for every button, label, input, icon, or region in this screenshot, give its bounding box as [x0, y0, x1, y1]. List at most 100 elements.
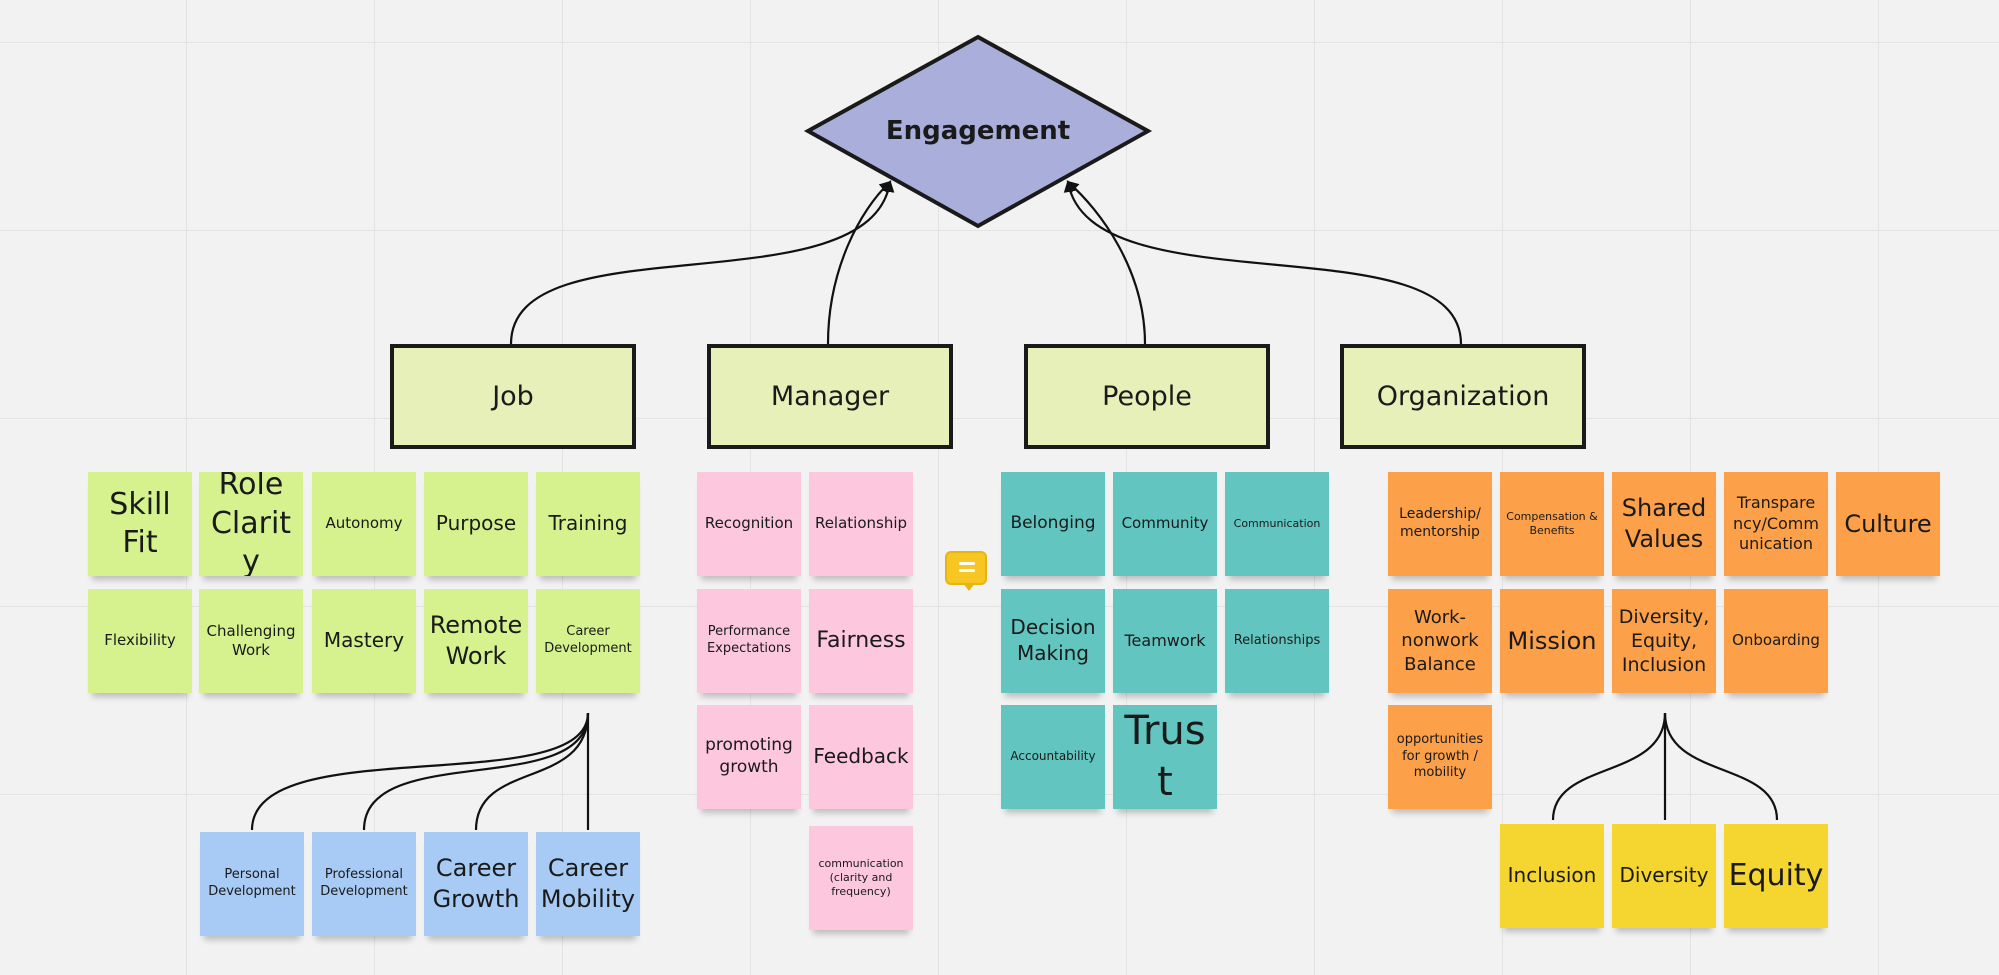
note-relationships[interactable]: Relationships [1225, 589, 1329, 693]
note-shared-values-text: Shared Values [1621, 494, 1707, 553]
note-shared-values[interactable]: Shared Values [1612, 472, 1716, 576]
connector-dei-equity[interactable] [1663, 712, 1779, 821]
note-belonging[interactable]: Belonging [1001, 472, 1105, 576]
note-remote-work[interactable]: Remote Work [424, 589, 528, 693]
note-manager-communication[interactable]: communication (clarity and frequency) [809, 826, 913, 930]
category-people-label: People [1102, 381, 1192, 412]
note-personal-development[interactable]: Personal Development [200, 832, 304, 936]
note-leadership-mentorship-text: Leadership/ mentorship [1399, 506, 1481, 540]
note-flexibility[interactable]: Flexibility [88, 589, 192, 693]
note-feedback-text: Feedback [813, 744, 909, 769]
category-people[interactable]: People [1024, 344, 1270, 449]
note-manager-communication-text: communication (clarity and frequency) [818, 856, 904, 899]
note-flexibility-text: Flexibility [104, 631, 176, 650]
note-trust[interactable]: Trust [1113, 705, 1217, 809]
note-promoting-growth-text: promoting growth [705, 735, 793, 777]
note-feedback[interactable]: Feedback [809, 705, 913, 809]
note-mastery-text: Mastery [323, 628, 405, 653]
engagement-diamond[interactable] [803, 34, 1153, 229]
connector-manager-engagement[interactable] [826, 180, 892, 345]
note-promoting-growth[interactable]: promoting growth [697, 705, 801, 809]
note-challenging-work-text: Challenging Work [206, 621, 296, 659]
note-relationships-text: Relationships [1233, 632, 1321, 648]
note-professional-development-text: Professional Development [320, 867, 408, 899]
note-onboarding-text: Onboarding [1732, 631, 1820, 650]
note-performance-expectations[interactable]: Performance Expectations [697, 589, 801, 693]
note-equity[interactable]: Equity [1724, 824, 1828, 928]
note-inclusion[interactable]: Inclusion [1500, 824, 1604, 928]
note-people-communication-text: Communication [1233, 516, 1321, 530]
note-teamwork[interactable]: Teamwork [1113, 589, 1217, 693]
note-teamwork-text: Teamwork [1124, 630, 1206, 650]
note-opportunities-growth-mobility[interactable]: opportunities for growth / mobility [1388, 705, 1492, 809]
note-trust-text: Trust [1124, 707, 1206, 805]
note-leadership-mentorship[interactable]: Leadership/ mentorship [1388, 472, 1492, 576]
connector-career-dev-professional[interactable] [362, 712, 590, 831]
note-training[interactable]: Training [536, 472, 640, 576]
note-challenging-work[interactable]: Challenging Work [199, 589, 303, 693]
note-community[interactable]: Community [1113, 472, 1217, 576]
note-mastery[interactable]: Mastery [312, 589, 416, 693]
note-performance-expectations-text: Performance Expectations [706, 624, 792, 656]
note-remote-work-text: Remote Work [429, 611, 523, 670]
note-fairness[interactable]: Fairness [809, 589, 913, 693]
connector-people-engagement[interactable] [1066, 180, 1147, 345]
note-role-clarity[interactable]: Role Clarity [199, 472, 303, 576]
connector-career-dev-personal[interactable] [250, 712, 590, 831]
note-role-clarity-text: Role Clarity [210, 472, 292, 576]
connector-dei-inclusion[interactable] [1551, 712, 1667, 821]
note-inclusion-text: Inclusion [1507, 863, 1597, 888]
connector-job-engagement[interactable] [509, 180, 895, 345]
note-professional-development[interactable]: Professional Development [312, 832, 416, 936]
note-career-development-text: Career Development [544, 624, 632, 656]
comment-icon[interactable] [945, 551, 987, 591]
note-career-development[interactable]: Career Development [536, 589, 640, 693]
connector-career-dev-growth[interactable] [474, 712, 590, 831]
note-compensation-benefits-text: Compensation & Benefits [1506, 509, 1598, 537]
note-culture[interactable]: Culture [1836, 472, 1940, 576]
category-manager[interactable]: Manager [707, 344, 953, 449]
note-decision-making-text: Decision Making [1010, 615, 1096, 665]
note-belonging-text: Belonging [1010, 513, 1096, 534]
note-community-text: Community [1121, 514, 1209, 533]
category-organization-label: Organization [1376, 381, 1550, 412]
note-accountability-text: Accountability [1010, 749, 1096, 764]
note-work-nonwork-balance-text: Work- nonwork Balance [1401, 607, 1479, 675]
note-diversity-equity-inclusion[interactable]: Diversity, Equity, Inclusion [1612, 589, 1716, 693]
comment-icon-line [959, 569, 975, 572]
note-career-growth-text: Career Growth [432, 854, 520, 913]
note-opportunities-growth-mobility-text: opportunities for growth / mobility [1396, 732, 1484, 781]
note-purpose[interactable]: Purpose [424, 472, 528, 576]
note-compensation-benefits[interactable]: Compensation & Benefits [1500, 472, 1604, 576]
note-transparency-communication-text: Transpare ncy/Comm unication [1733, 493, 1819, 554]
note-equity-text: Equity [1728, 857, 1824, 893]
note-purpose-text: Purpose [435, 511, 517, 536]
category-job[interactable]: Job [390, 344, 636, 449]
note-accountability[interactable]: Accountability [1001, 705, 1105, 809]
note-diversity-text: Diversity [1619, 863, 1709, 888]
note-training-text: Training [548, 511, 628, 536]
note-onboarding[interactable]: Onboarding [1724, 589, 1828, 693]
note-skill-fit-text: Skill Fit [109, 486, 171, 560]
note-career-mobility[interactable]: Career Mobility [536, 832, 640, 936]
note-transparency-communication[interactable]: Transpare ncy/Comm unication [1724, 472, 1828, 576]
category-organization[interactable]: Organization [1340, 344, 1586, 449]
note-people-communication[interactable]: Communication [1225, 472, 1329, 576]
note-skill-fit[interactable]: Skill Fit [88, 472, 192, 576]
note-decision-making[interactable]: Decision Making [1001, 589, 1105, 693]
note-career-growth[interactable]: Career Growth [424, 832, 528, 936]
connector-organization-engagement[interactable] [1063, 180, 1463, 345]
note-work-nonwork-balance[interactable]: Work- nonwork Balance [1388, 589, 1492, 693]
note-relationship[interactable]: Relationship [809, 472, 913, 576]
comment-icon-line [959, 562, 975, 565]
note-relationship-text: Relationship [814, 514, 908, 533]
note-autonomy[interactable]: Autonomy [312, 472, 416, 576]
note-career-mobility-text: Career Mobility [540, 854, 636, 913]
note-diversity[interactable]: Diversity [1612, 824, 1716, 928]
note-recognition[interactable]: Recognition [697, 472, 801, 576]
note-mission-text: Mission [1507, 626, 1597, 655]
note-mission[interactable]: Mission [1500, 589, 1604, 693]
category-job-label: Job [492, 381, 534, 412]
